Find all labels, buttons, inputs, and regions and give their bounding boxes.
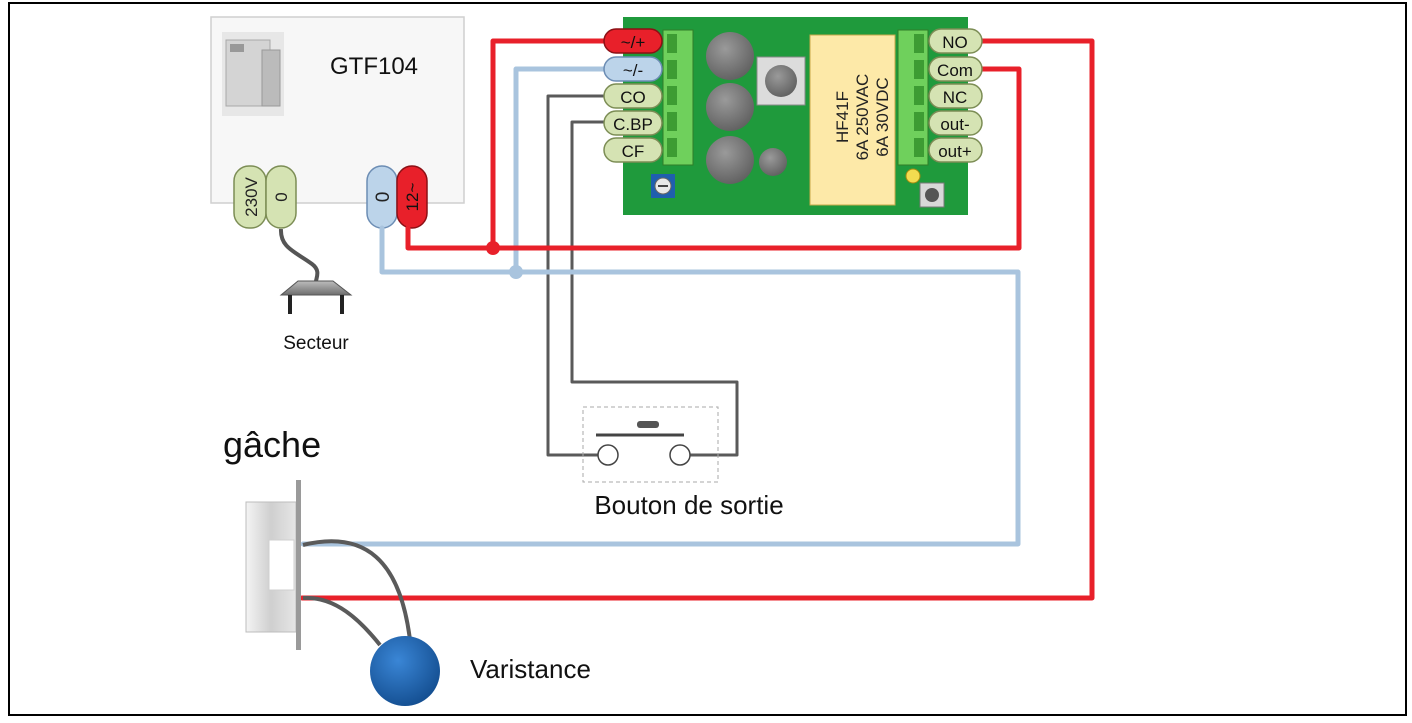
wire-cbp-to-button	[570, 120, 739, 457]
varistor-lead-top	[302, 539, 412, 641]
terminal-ac-minus-label: ~/-	[623, 61, 643, 80]
plug-pin-left	[288, 295, 292, 314]
terminal-out-minus	[928, 110, 983, 136]
plug-cable	[278, 228, 320, 282]
mains-plug: Secteur	[278, 228, 353, 354]
terminal-cbp-label: C.BP	[613, 115, 653, 134]
right-terminals: NO Com NC out- out+	[928, 28, 983, 163]
strike-edge	[296, 480, 301, 650]
terminal-out-minus-label: out-	[940, 115, 969, 134]
terminal-230v-label: 230V	[242, 176, 261, 216]
relay	[809, 34, 896, 206]
board-button-small-cap	[925, 188, 939, 202]
strike-slot	[268, 539, 295, 591]
terminal-out-0-label: 0	[373, 192, 394, 203]
capacitor-1	[706, 32, 754, 80]
wire-positive-board	[490, 38, 607, 251]
exit-button-outline	[582, 406, 719, 483]
strike-label: gâche	[223, 424, 321, 465]
terminal-co-label: CO	[620, 88, 646, 107]
varistor-label: Varistance	[470, 654, 591, 684]
exit-button-contact-left	[597, 444, 619, 466]
junction-negative	[509, 265, 523, 279]
capacitor-small	[759, 148, 787, 176]
varistor-lead-bottom	[302, 595, 382, 647]
left-terminal-block	[662, 29, 694, 166]
wire-negative-board	[513, 66, 607, 275]
junction-positive	[486, 241, 500, 255]
exit-button: Bouton de sortie	[582, 406, 784, 520]
varistor: Varistance	[302, 539, 591, 706]
relay-rating-dc: 6A 30VDC	[873, 77, 892, 156]
terminal-out-12	[396, 165, 428, 229]
terminal-out-plus	[928, 137, 983, 163]
led	[905, 168, 921, 184]
controller-board: HF41F 6A 250VAC 6A 30VDC	[623, 17, 968, 215]
wire-positive-to-com	[405, 66, 1022, 251]
capacitor-3	[706, 136, 754, 184]
terminal-no	[928, 28, 983, 54]
transformer: GTF104 230V 0 0 12~	[210, 16, 465, 229]
right-terminal-block	[897, 29, 929, 166]
plug-pin-right	[340, 295, 344, 314]
relay-rating-ac: 6A 250VAC	[853, 74, 872, 161]
terminal-out-12-label: 12~	[403, 183, 422, 212]
terminal-nc	[928, 83, 983, 109]
terminal-com	[928, 56, 983, 82]
terminal-ac-minus	[603, 56, 663, 82]
varistor-disc	[370, 636, 440, 706]
terminal-com-label: Com	[937, 61, 973, 80]
plug-head	[279, 280, 353, 296]
electric-strike: gâche	[223, 424, 321, 650]
wire-no-to-strike	[299, 38, 1095, 601]
terminal-cf-label: CF	[622, 142, 645, 161]
terminal-ac-plus	[603, 28, 663, 54]
relay-model: HF41F	[833, 91, 852, 143]
capacitor-2	[706, 83, 754, 131]
left-terminals: ~/+ ~/- CO C.BP CF	[603, 28, 663, 163]
terminal-no-label: NO	[942, 33, 968, 52]
wire-co-to-button	[546, 94, 610, 457]
terminal-co	[603, 83, 663, 109]
terminal-cf	[603, 137, 663, 163]
terminal-cbp	[603, 110, 663, 136]
terminal-nc-label: NC	[943, 88, 968, 107]
transformer-image	[222, 32, 284, 116]
transformer-label: GTF104	[330, 53, 418, 80]
terminal-ac-plus-label: ~/+	[621, 33, 646, 52]
terminal-out-plus-label: out+	[938, 142, 972, 161]
exit-button-contact-right	[669, 444, 691, 466]
plug-label: Secteur	[283, 333, 349, 354]
wire-negative-main	[300, 225, 1021, 547]
frame	[8, 2, 1407, 716]
exit-button-label: Bouton de sortie	[594, 490, 783, 520]
board-switch-cap	[765, 65, 797, 97]
terminal-mains-0-label: 0	[272, 192, 291, 201]
exit-button-actuator	[637, 421, 659, 428]
terminal-mains-0	[265, 165, 297, 229]
